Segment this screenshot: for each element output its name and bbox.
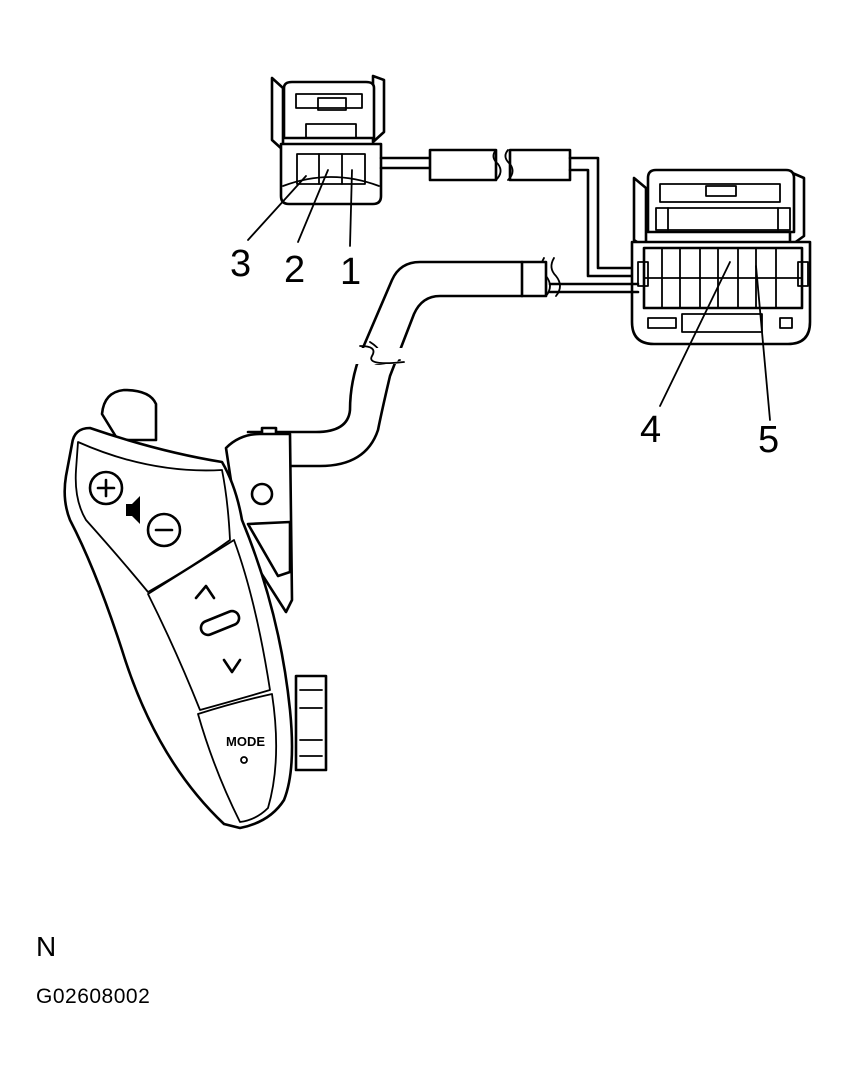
terminal-label-5: 5 <box>758 419 779 461</box>
steering-pad-switch: MODE <box>63 388 328 830</box>
small-connector <box>270 74 386 206</box>
terminal-label-2: 2 <box>284 249 305 291</box>
figure-id: G02608002 <box>36 985 151 1008</box>
large-connector <box>630 168 812 346</box>
terminal-label-3: 3 <box>230 243 251 285</box>
orientation-mark: N <box>36 931 57 962</box>
terminal-label-1: 1 <box>340 251 361 293</box>
switch-cable <box>246 257 640 470</box>
mode-button-label: MODE <box>226 734 265 749</box>
leader-lines <box>247 169 771 421</box>
terminal-label-4: 4 <box>640 409 661 451</box>
upper-harness-wire <box>379 148 640 278</box>
